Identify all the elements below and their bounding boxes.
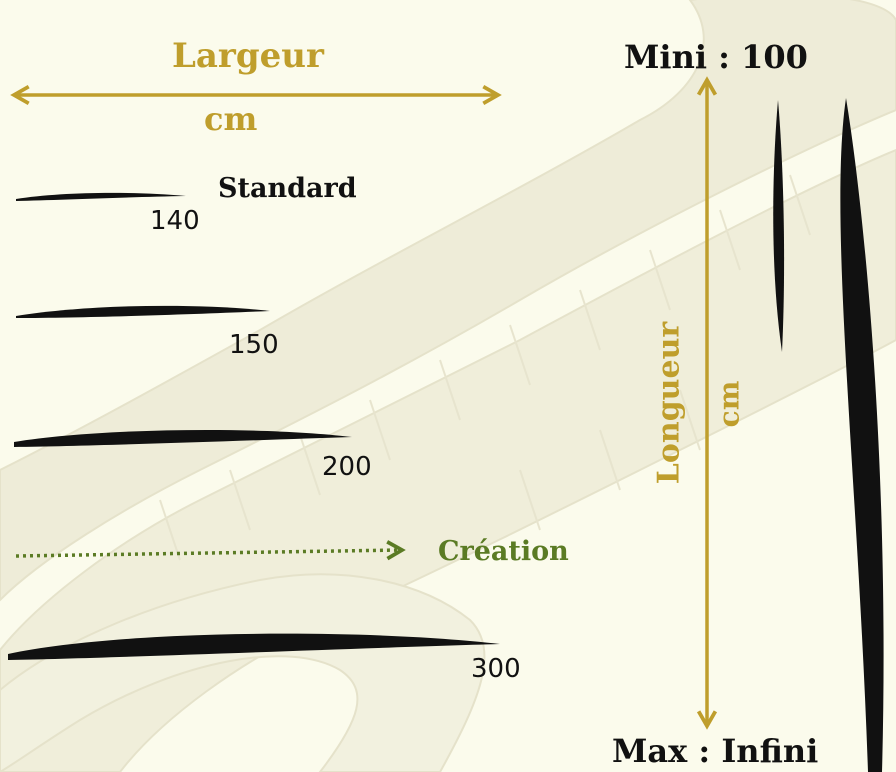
dotted-arrow — [15, 540, 406, 561]
width-value-300: 300 — [471, 654, 521, 684]
brush-stroke-200 — [14, 429, 352, 447]
creation-label: Création — [438, 536, 569, 567]
length-min-label: Mini : 100 — [624, 38, 808, 76]
width-value-200: 200 — [322, 452, 372, 482]
brush-stroke-vertical-short — [773, 100, 785, 352]
width-axis-title: Largeur — [172, 36, 324, 76]
standard-label: Standard — [218, 173, 357, 204]
width-axis-unit: cm — [204, 100, 258, 138]
brush-stroke-150 — [16, 305, 270, 318]
length-axis-unit: cm — [712, 380, 746, 428]
length-axis-title: Longueur — [651, 321, 687, 485]
brush-stroke-300 — [8, 633, 500, 660]
brush-stroke-140 — [16, 192, 186, 201]
width-value-150: 150 — [229, 330, 279, 360]
length-max-label: Max : Infini — [612, 732, 819, 770]
brush-stroke-vertical-long — [840, 98, 884, 772]
width-value-140: 140 — [150, 206, 200, 236]
